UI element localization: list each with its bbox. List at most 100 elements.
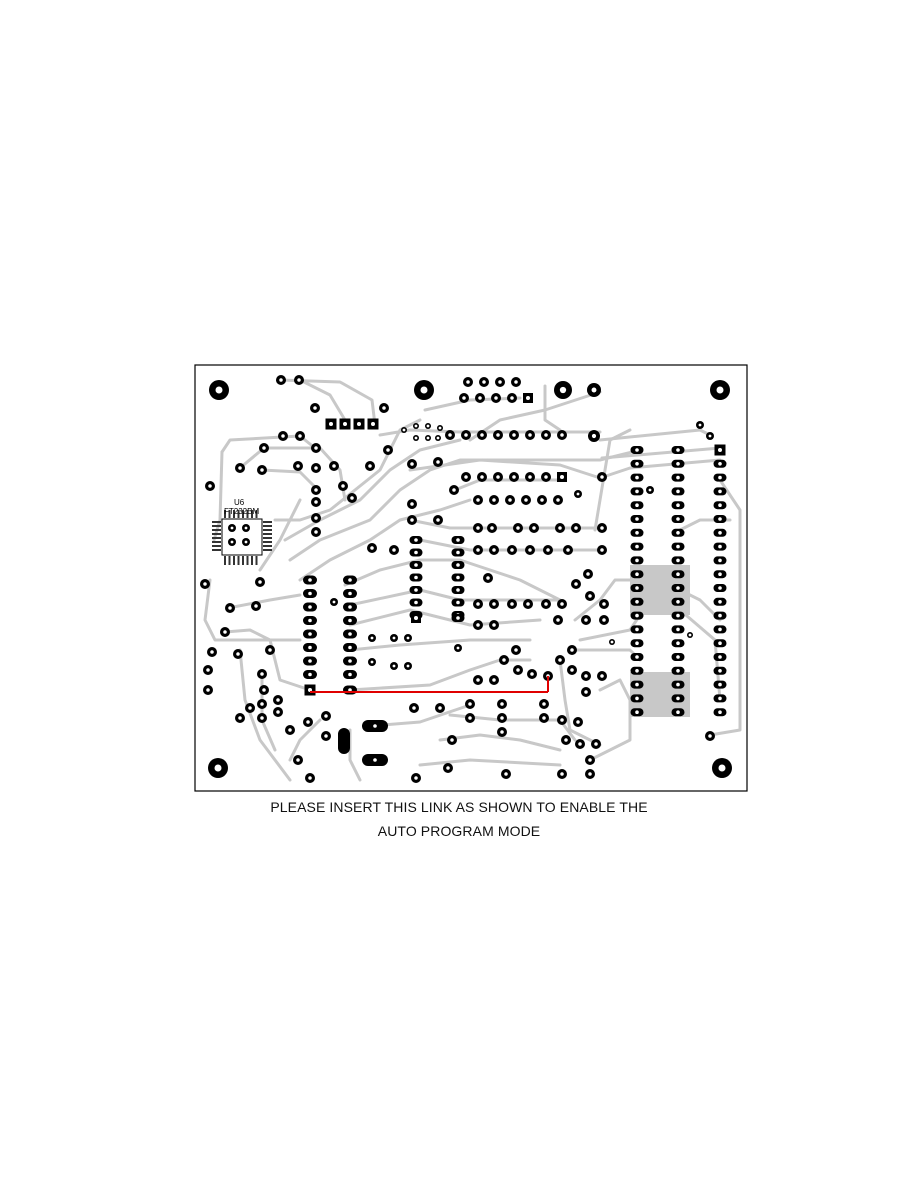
chip-lead-right-0	[263, 521, 272, 523]
oval-pad-hole-187	[635, 600, 639, 604]
oval-pad-hole-181	[635, 558, 639, 563]
oval-pad-hole-117	[456, 563, 460, 567]
pad-hole-41	[314, 516, 318, 520]
pad-hole-128	[486, 576, 490, 580]
pad-hole-262	[542, 702, 546, 706]
pad-hole-71	[556, 498, 560, 502]
oval-pad-hole-109	[348, 672, 352, 677]
pad-hole-267	[578, 742, 582, 746]
pad-hole-232	[228, 606, 232, 610]
oval-pad-hole-105	[348, 645, 352, 650]
pad-hole-252	[296, 758, 300, 762]
oval-pad-hole-221	[718, 669, 722, 673]
trace-47	[423, 396, 522, 412]
component-ref-label: U6	[234, 498, 245, 507]
pad-hole-7	[466, 380, 470, 384]
chip-lead-right-7	[263, 549, 272, 551]
oval-pad-hole-170	[676, 475, 680, 480]
component-pads	[200, 375, 732, 783]
pad-hole-0	[215, 386, 223, 394]
pad-hole-141	[556, 618, 560, 622]
pad-hole-43	[341, 484, 345, 488]
pad-hole-63	[528, 475, 532, 479]
pad-hole-74	[576, 492, 580, 496]
pad-hole-4	[718, 764, 726, 772]
trace-13	[223, 628, 312, 692]
pad-hole-151	[476, 678, 480, 682]
oval-pad-hole-220	[718, 655, 722, 659]
pad-hole-247	[260, 716, 264, 720]
pad-hole-10	[514, 380, 518, 384]
pad-hole-86	[546, 548, 550, 552]
oval-pad-hole-127	[456, 616, 460, 620]
oval-pad-hole-213	[718, 558, 722, 563]
chip-lead-left-6	[212, 545, 221, 547]
pad-hole-134	[560, 602, 564, 606]
oval-pad-hole-97	[348, 591, 352, 596]
trace-10	[298, 498, 472, 582]
trace-39	[438, 733, 562, 752]
chip-pad-hole-2	[230, 540, 234, 544]
chip-lead-top-6	[251, 510, 253, 518]
pad-hole-137	[588, 594, 592, 598]
chip-lead-left-1	[212, 525, 221, 527]
pad-hole-35	[260, 468, 264, 472]
oval-pad-hole-115	[456, 550, 460, 555]
chip-lead-left-2	[212, 529, 221, 531]
pad-hole-34	[262, 446, 266, 450]
trace-2	[220, 434, 317, 454]
oval-pad-hole-114	[414, 550, 418, 555]
pad-hole-89	[410, 502, 414, 506]
caption-line-1: PLEASE INSERT THIS LINK AS SHOWN TO ENAB…	[270, 799, 648, 815]
oval-pad-hole-212	[718, 544, 722, 549]
oval-pad-hole-183	[635, 572, 639, 576]
pad-hole-273	[446, 766, 450, 770]
trace-34	[708, 478, 742, 737]
pad-hole-229	[610, 640, 614, 644]
pad-hole-150	[370, 660, 374, 664]
oval-pad-hole-196	[676, 655, 680, 659]
pad-hole-132	[526, 602, 530, 606]
pad-hole-140	[492, 623, 496, 627]
chip-lead-top-7	[255, 510, 258, 518]
chip-pad-hole-0	[230, 526, 234, 530]
pad-hole-54	[512, 433, 516, 437]
chip-lead-left-4	[212, 537, 221, 539]
copper-fill-2	[640, 580, 690, 610]
oval-pad-hole-104	[308, 645, 312, 650]
trace-8	[283, 438, 462, 542]
pad-hole-51	[464, 433, 468, 437]
pad-hole-2	[716, 386, 724, 394]
pad-hole-56	[544, 433, 548, 437]
pad-hole-53	[496, 433, 500, 437]
pad-hole-249	[306, 720, 310, 724]
pad-hole-27	[426, 436, 430, 440]
pad-hole-243	[276, 698, 280, 702]
oval-pad-hole-166	[676, 448, 680, 452]
trace-18	[348, 608, 542, 627]
square-pad-hole-126	[414, 616, 418, 620]
pad-hole-68	[508, 498, 512, 502]
pad-hole-146	[392, 664, 396, 668]
chip-lead-bottom-3	[237, 556, 240, 565]
trace-27	[598, 458, 722, 480]
pad-hole-130	[492, 602, 496, 606]
chip-pad-hole-1	[244, 526, 248, 530]
pad-hole-251	[324, 734, 328, 738]
pad-hole-23	[414, 424, 418, 428]
oval-pad-hole-174	[676, 503, 680, 508]
pad-hole-25	[438, 426, 442, 430]
pad-hole-255	[412, 706, 416, 710]
pad-hole-21	[382, 406, 386, 410]
trace-32	[558, 658, 602, 747]
oval-pad-hole-195	[635, 655, 639, 659]
oval-pad-hole-214	[718, 572, 722, 576]
pad-hole-36	[314, 446, 318, 450]
pad-hole-11	[462, 396, 466, 400]
chip-lead-bottom-6	[251, 556, 253, 565]
pad-hole-263	[542, 716, 546, 720]
pad-hole-235	[223, 630, 227, 634]
pad-hole-29	[279, 378, 283, 382]
oval-pad-hole-177	[635, 531, 639, 535]
chip-pad-hole-3	[244, 540, 248, 544]
